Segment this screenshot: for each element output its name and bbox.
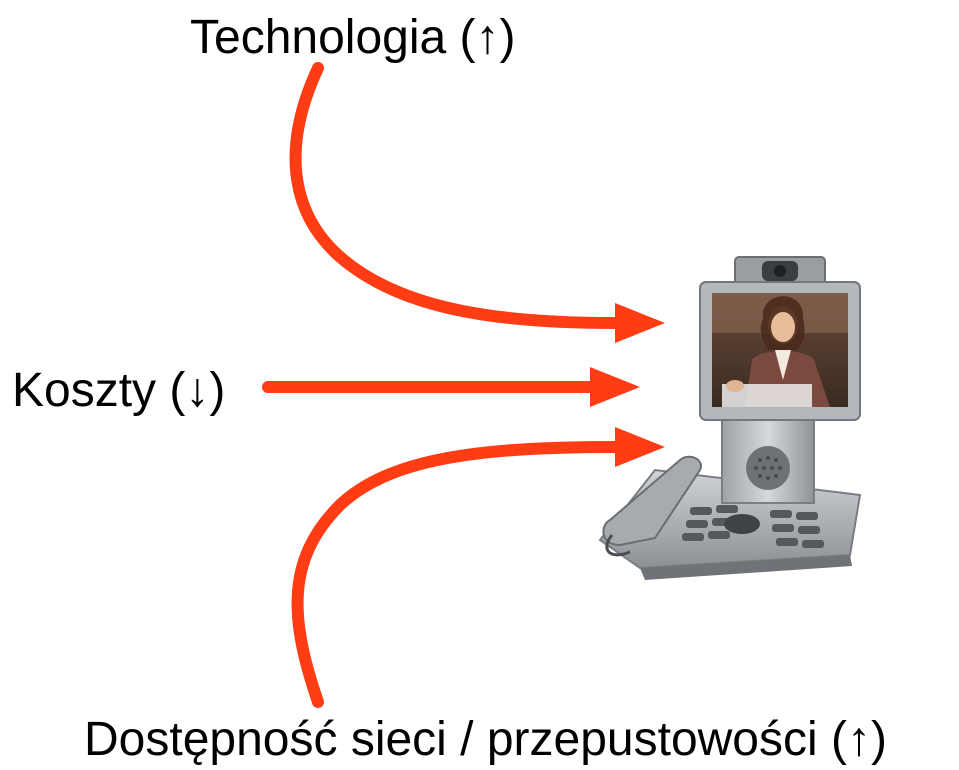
- arrow-technology: [289, 62, 665, 343]
- arrow-network-head: [615, 427, 665, 467]
- arrow-technology-line: [289, 62, 621, 329]
- arrow-technology-head: [615, 303, 665, 343]
- label-technology: Technologia (↑): [190, 11, 516, 64]
- arrow-network: [291, 427, 665, 708]
- arrow-costs: [262, 367, 640, 407]
- video-phone-icon: [598, 256, 862, 580]
- label-network-availability: Dostępność sieci / przepustowości (↑): [84, 713, 887, 766]
- arrow-network-line: [291, 441, 621, 708]
- arrow-costs-head: [590, 367, 640, 407]
- label-costs: Koszty (↓): [12, 364, 226, 417]
